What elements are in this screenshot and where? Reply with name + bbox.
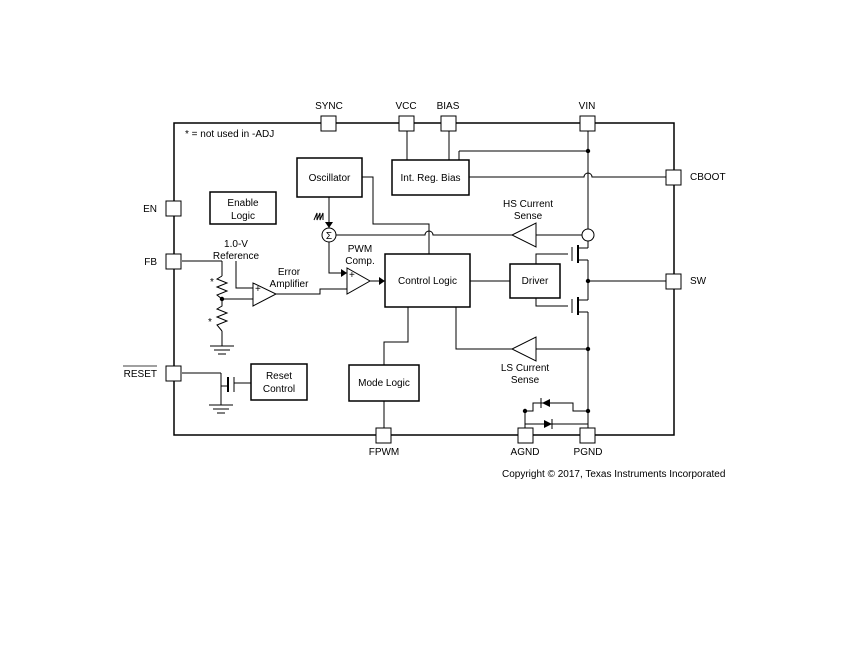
svg-text:FPWM: FPWM bbox=[369, 447, 400, 458]
pin-sync: SYNC bbox=[315, 101, 343, 132]
svg-text:Int. Reg. Bias: Int. Reg. Bias bbox=[400, 173, 460, 184]
pin-fb: FB bbox=[144, 253, 182, 270]
svg-text:VIN: VIN bbox=[579, 101, 596, 112]
summer-node: Σ bbox=[321, 227, 337, 243]
ls-sense-label-1: LS Current bbox=[501, 363, 550, 374]
svg-text:Mode Logic: Mode Logic bbox=[358, 378, 410, 389]
pwm-comp-label-2: Comp. bbox=[345, 256, 374, 267]
hs-current-sense-amp bbox=[510, 222, 537, 248]
pwm-comp-label-1: PWM bbox=[348, 244, 372, 255]
hs-sense-label-1: HS Current bbox=[503, 199, 553, 210]
hs-sense-node bbox=[581, 228, 595, 242]
svg-text:AGND: AGND bbox=[511, 447, 540, 458]
svg-text:Logic: Logic bbox=[231, 211, 255, 222]
svg-text:PGND: PGND bbox=[574, 447, 603, 458]
pin-reset: RESET bbox=[123, 365, 182, 382]
ls-current-sense-amp bbox=[510, 336, 537, 362]
svg-text:EN: EN bbox=[143, 204, 157, 215]
star-1: * bbox=[210, 277, 214, 288]
svg-text:CBOOT: CBOOT bbox=[690, 172, 726, 183]
pin-en: EN bbox=[143, 200, 182, 217]
svg-text:Reset: Reset bbox=[266, 371, 292, 382]
svg-text:VCC: VCC bbox=[395, 101, 416, 112]
mode-logic-block: Mode Logic bbox=[348, 364, 420, 402]
pin-sw: SW bbox=[665, 273, 707, 290]
pin-vcc: VCC bbox=[395, 101, 417, 132]
svg-text:Control: Control bbox=[263, 384, 295, 395]
oscillator-block: Oscillator bbox=[296, 157, 363, 198]
svg-text:Σ: Σ bbox=[326, 231, 332, 242]
pin-agnd: AGND bbox=[511, 427, 540, 458]
error-amp-label-2: Amplifier bbox=[270, 279, 310, 290]
reference-label-1: 1.0-V bbox=[224, 239, 248, 250]
copyright: Copyright © 2017, Texas Instruments Inco… bbox=[502, 469, 725, 480]
int-reg-bias-block: Int. Reg. Bias bbox=[391, 159, 470, 196]
pin-cboot: CBOOT bbox=[665, 169, 726, 186]
sawtooth-icon bbox=[313, 212, 324, 221]
control-logic-block: Control Logic bbox=[384, 253, 471, 308]
hs-sense-label-2: Sense bbox=[514, 211, 543, 222]
svg-text:RESET: RESET bbox=[124, 369, 157, 380]
pwm-comp-plus: + bbox=[349, 270, 355, 281]
pwm-comparator bbox=[346, 267, 372, 295]
svg-text:BIAS: BIAS bbox=[437, 101, 460, 112]
footnote: * = not used in -ADJ bbox=[185, 129, 274, 140]
svg-text:SYNC: SYNC bbox=[315, 101, 343, 112]
pin-pgnd: PGND bbox=[574, 427, 603, 458]
driver-block: Driver bbox=[509, 263, 561, 299]
feedback-resistor-divider bbox=[215, 275, 229, 332]
reference-label-2: Reference bbox=[213, 251, 260, 262]
svg-text:Driver: Driver bbox=[522, 276, 549, 287]
svg-text:SW: SW bbox=[690, 276, 707, 287]
error-amplifier bbox=[252, 282, 278, 307]
pin-bias: BIAS bbox=[437, 101, 460, 132]
error-amp-label-1: Error bbox=[278, 267, 301, 278]
pin-fpwm: FPWM bbox=[369, 427, 400, 458]
enable-logic-block: Enable Logic bbox=[209, 191, 277, 225]
star-2: * bbox=[208, 317, 212, 328]
svg-text:Oscillator: Oscillator bbox=[309, 173, 351, 184]
reset-control-block: Reset Control bbox=[250, 363, 308, 401]
ls-sense-label-2: Sense bbox=[511, 375, 540, 386]
svg-text:Control Logic: Control Logic bbox=[398, 276, 457, 287]
error-amp-plus: + bbox=[255, 284, 261, 295]
svg-text:FB: FB bbox=[144, 257, 157, 268]
svg-text:Enable: Enable bbox=[227, 198, 259, 209]
pin-vin: VIN bbox=[579, 101, 596, 132]
